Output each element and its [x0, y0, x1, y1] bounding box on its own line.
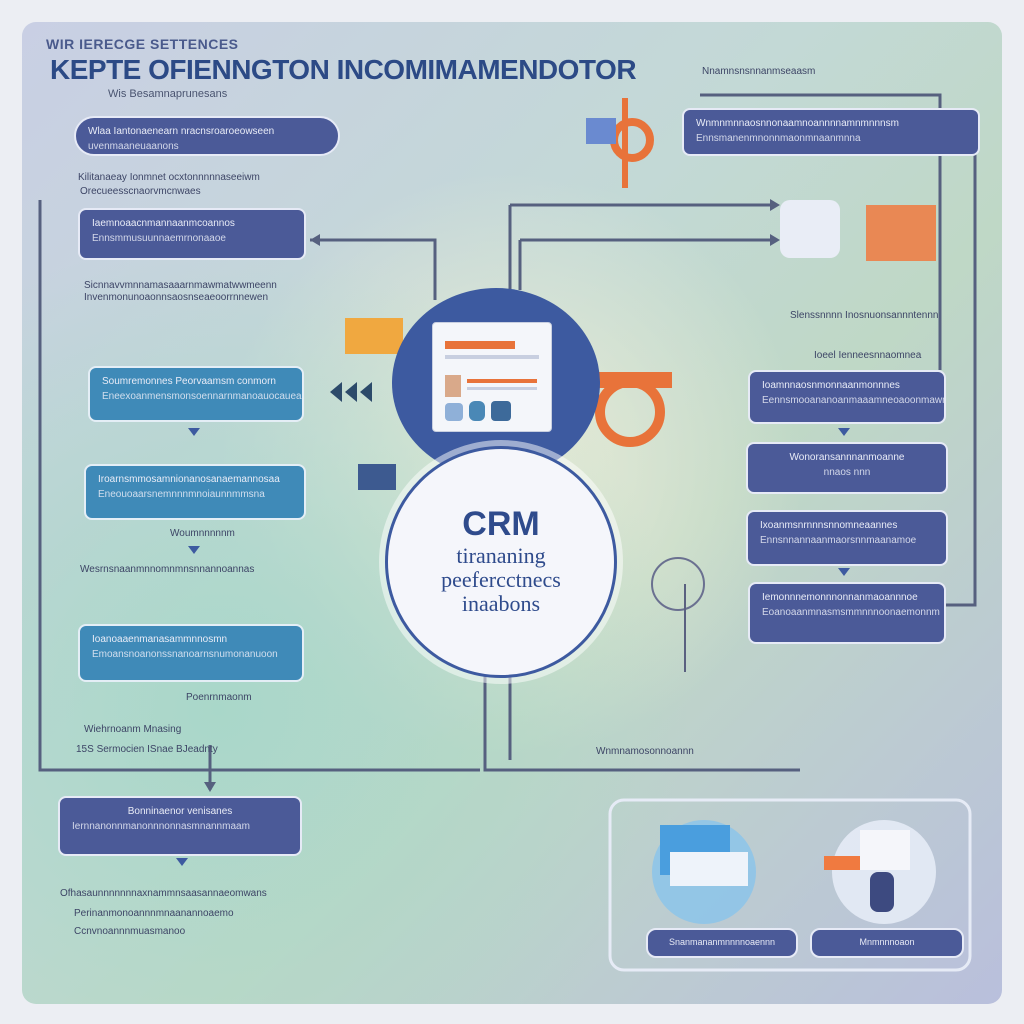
- left-box-2: Soumremonnes Peorvaamsm conmorn Eneexoan…: [88, 366, 304, 422]
- left-box-1: Iaemnoaacnmannaanmcoannos Ennsmmusuunnae…: [78, 208, 306, 260]
- left-note-10: Ofhasaunnnnnnnaxnammnsaasannaeomwans: [60, 888, 267, 899]
- box-line-2: Eennsmooananoanmaaamneoaoonmawn: [762, 395, 946, 406]
- blue-card-icon: [586, 118, 616, 144]
- box-line-1: Iaemnoaacnmannaanmcoannos: [92, 218, 235, 229]
- box-line-2: Emoansnoanonssnanoarnsnumonanuoon: [92, 649, 278, 660]
- left-note-7: Poenrnmaonm: [186, 692, 252, 703]
- left-note-3: Sicnnavvmnnamasaaarnmawmatwwmeenn: [84, 280, 277, 291]
- right-header-note: Nnamnsnsnnanmseaasm: [702, 66, 816, 77]
- center-crm-circle: CRM tirananing peefercctnecs inaabons: [385, 446, 617, 678]
- box-line-1: Soumremonnes Peorvaamsm conmorn: [102, 376, 276, 387]
- document-icon: [432, 322, 552, 432]
- bottom-monitor-icon: [652, 820, 756, 924]
- left-box-3: Iroarnsmmosamnionanosanaemannosaa Eneouo…: [84, 464, 306, 520]
- box-line-2: Eneexoanmensmonsoennarnmanoauocauean: [102, 391, 304, 402]
- clock-icon: [651, 557, 705, 611]
- box-line-1: Iroarnsmmosamnionanosanaemannosaa: [98, 474, 280, 485]
- crm-title: CRM: [462, 505, 540, 543]
- box-line-2: Iernnanonnmanonnnonnasmnannmaam: [72, 821, 250, 832]
- crm-line-1: tirananing: [456, 543, 546, 568]
- page-subtitle: Wis Besamnaprunesans: [108, 88, 228, 100]
- box-line-2: Eneouoaarsnemnnnmnoiaunnmmsna: [98, 489, 265, 500]
- chevron-arrows-icon: [330, 382, 372, 402]
- crm-line-3: inaabons: [461, 591, 541, 616]
- bottom-pill-left: Snanmananmnnnnoaennn: [646, 928, 798, 958]
- dark-card-icon: [358, 464, 396, 490]
- magnifier-icon: [582, 372, 672, 447]
- box-line-1: Wnmnmnnaosnnonaamnoannnnamnmnnnsm: [696, 118, 899, 129]
- left-note-1: Kilitanaeay Ionmnet ocxtonnnnnaseeiwm: [78, 172, 260, 183]
- gear-icon: [610, 98, 654, 188]
- orange-note-icon: [345, 318, 403, 354]
- box-line-2: Ennsnnannaanmaorsnnmaanamoe: [760, 535, 917, 546]
- left-note-12: Ccnvnoannnmuasmanoo: [74, 926, 186, 937]
- device-icon: [780, 200, 840, 258]
- pill-line-2: uvenmaaneuaanons: [88, 141, 179, 152]
- right-top-box: Wnmnmnnaosnnonaamnoannnnamnmnnnsm Ennsma…: [682, 108, 980, 156]
- right-box-4: Iemonnnemonnnonnanmaoannnoe Eoanoaanmnas…: [748, 582, 946, 644]
- right-note-1: Slenssnnnn Inosnuonsannntennn: [790, 310, 939, 321]
- pill-line-1: Wlaa Iantonaenearn nracnsroaroeowseen: [88, 126, 275, 137]
- right-mid-note: Wnmnamosonnoannn: [596, 746, 694, 757]
- bottom-pill-right: Mnmnnnoaon: [810, 928, 964, 958]
- left-note-9: 15S Sermocien ISnae BJeadnty: [76, 744, 218, 755]
- box-line-1: Bonninaenor venisanes: [127, 806, 233, 817]
- box-line-1: Ioanoaaenmanasammnnosmn: [92, 634, 228, 645]
- box-line-2: Ennsmanenmnonnmaonmnaanmnna: [696, 133, 861, 144]
- left-note-11: Perinanmonoannnmnaanannoaemo: [74, 908, 234, 919]
- right-box-3: Ixoanmsnrnnnsnnomneaannes Ennsnnannaanma…: [746, 510, 948, 566]
- bottom-right-frame: [608, 798, 972, 972]
- box-line-2: nnaos nnn: [823, 467, 871, 478]
- left-bottom-box: Bonninaenor venisanes Iernnanonnmanonnno…: [58, 796, 302, 856]
- right-box-1: Ioamnnaosnmonnaanmonnnes Eennsmooananoan…: [748, 370, 946, 424]
- box-line-1: Wonoransannnanmoanne: [789, 452, 905, 463]
- box-line-2: Ennsmmusuunnaemrnonaaoe: [92, 233, 226, 244]
- box-line-2: Eoanoaanmnasmsmmnnnoonaemonnm: [762, 607, 940, 618]
- document-graphic: [445, 341, 539, 421]
- left-note-2: Orecueesscnaorvmcnwaes: [80, 186, 201, 197]
- box-line-1: Ixoanmsnrnnnsnnomneaannes: [760, 520, 898, 531]
- page-title: KEPTE OFIENNGTON INCOMIMAMENDOTOR: [50, 54, 637, 85]
- orange-screen-icon: [866, 205, 936, 261]
- header-kicker: WIR IERECGE SETTENCES: [46, 36, 239, 52]
- bottom-printer-icon: [824, 820, 936, 924]
- right-box-2: Wonoransannnanmoanne nnaos nnn: [746, 442, 948, 494]
- left-note-5: Woumnnnnnm: [170, 528, 235, 539]
- left-box-4: Ioanoaaenmanasammnnosmn Emoansnoanonssna…: [78, 624, 304, 682]
- left-note-4: Invenmonunoaonnsaosnseaeoorrnnewen: [84, 292, 269, 303]
- box-line-1: Iemonnnemonnnonnanmaoannnoe: [762, 592, 918, 603]
- left-note-6: Wesrnsnaanmnnomnmnsnnannoannas: [80, 564, 255, 575]
- crm-line-2: peefercctnecs: [441, 567, 561, 592]
- box-line-1: Ioamnnaosnmonnaanmonnnes: [762, 380, 900, 391]
- left-note-8: Wiehrnoanm Mnasing: [84, 724, 182, 735]
- right-note-2: Ioeel Ienneesnnaomnea: [814, 350, 922, 361]
- left-top-pill: Wlaa Iantonaenearn nracnsroaroeowseen uv…: [74, 116, 340, 156]
